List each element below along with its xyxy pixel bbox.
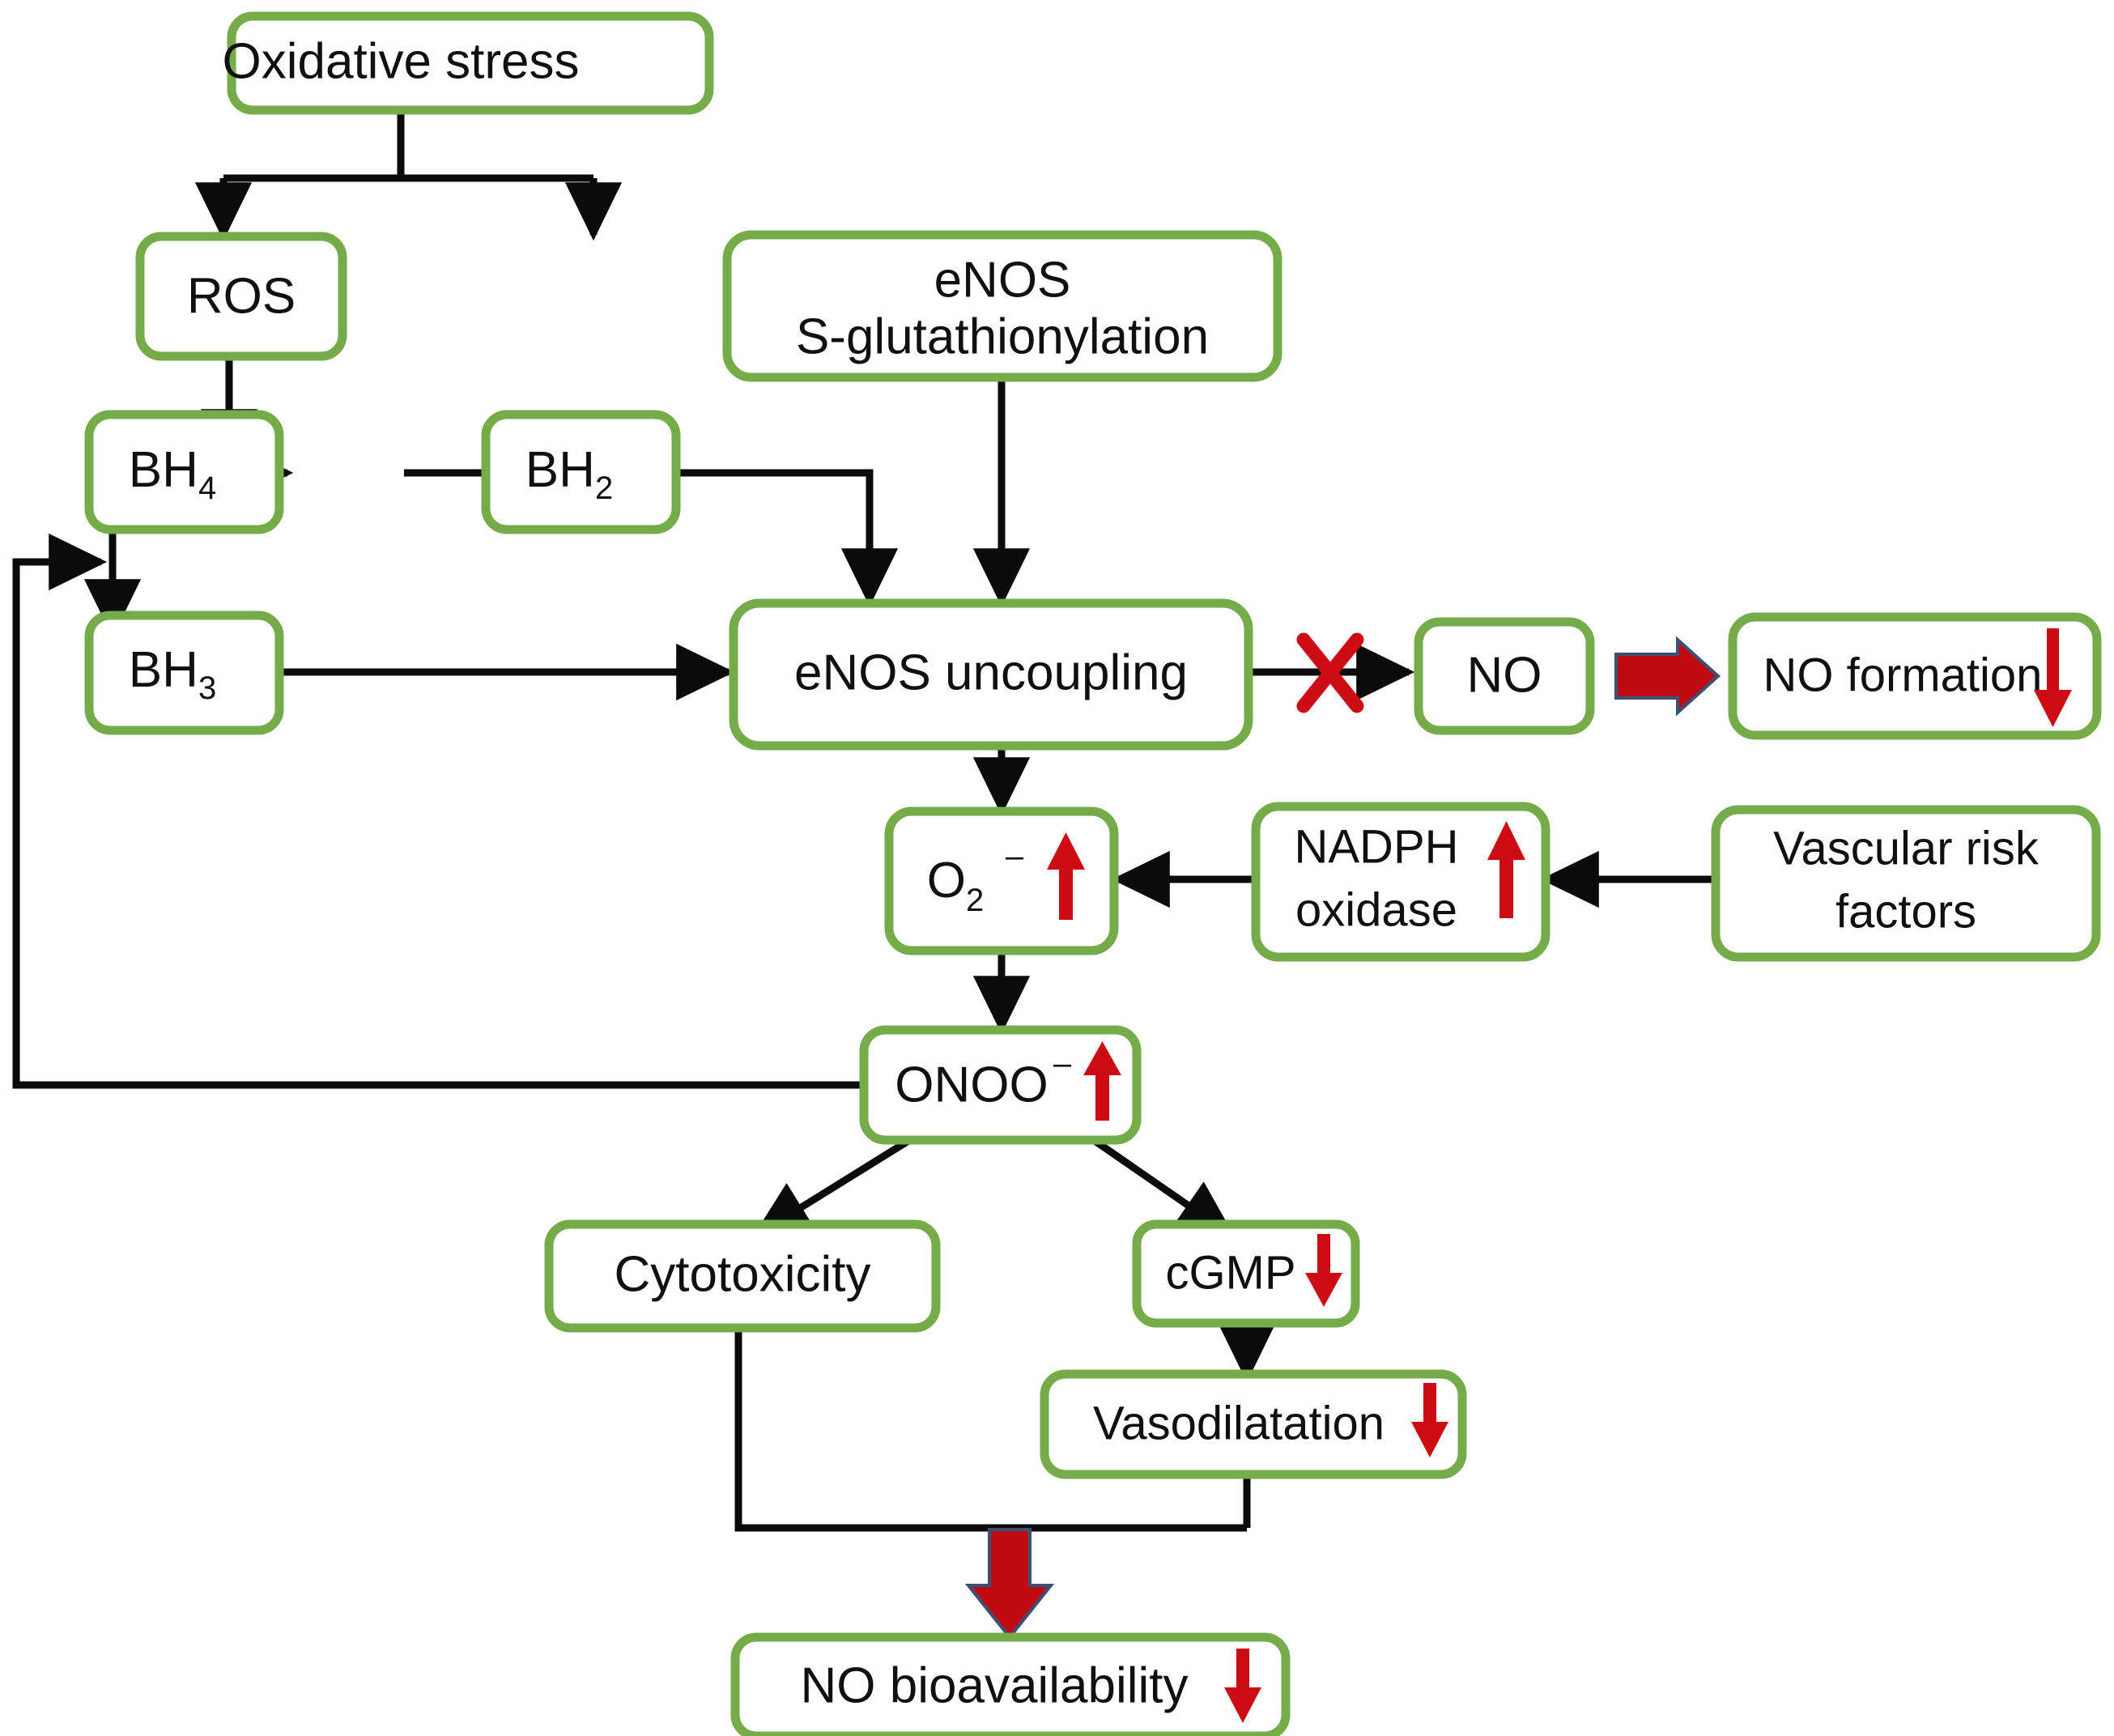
- edge-peroxynitrite-to-cgmp: [1087, 1134, 1236, 1239]
- node-bh3[interactable]: BH3: [84, 611, 284, 735]
- node-nadph-oxidase-line1: NADPH: [1294, 820, 1458, 873]
- node-enos-s-glutathionylation-line1: eNOS: [934, 252, 1071, 308]
- node-bh4-subscript: 4: [198, 470, 216, 506]
- node-oxidative-stress-label: Oxidative stress: [222, 33, 579, 89]
- red-x-block-icon: [1296, 632, 1364, 713]
- edge-peroxynitrite-feedback: [12, 533, 874, 1089]
- node-vascular-risk-factors-box[interactable]: [1711, 805, 2101, 962]
- node-bh4-base: BH: [129, 442, 198, 498]
- node-bh3-subscript: 3: [198, 670, 216, 706]
- node-peroxynitrite-superscript: –: [1053, 1046, 1072, 1082]
- node-no-formation-box[interactable]: [1728, 612, 2102, 740]
- node-bh3-base: BH: [129, 642, 198, 698]
- node-bh4[interactable]: BH4: [84, 410, 284, 534]
- node-vasodilatation-box[interactable]: [1040, 1369, 1467, 1479]
- node-nadph-oxidase-box[interactable]: [1251, 802, 1550, 962]
- node-nadph-oxidase-line2: oxidase: [1295, 883, 1457, 936]
- edge-peroxynitrite-to-cytotoxicity: [751, 1134, 917, 1238]
- node-cytotoxicity-box[interactable]: [544, 1219, 941, 1333]
- node-cgmp-down-arrow-icon: [1305, 1234, 1342, 1307]
- node-bh2-subscript: 2: [595, 470, 613, 506]
- node-enos-uncoupling-label: eNOS uncoupling: [794, 645, 1188, 700]
- node-peroxynitrite[interactable]: ONOO –: [859, 1025, 1142, 1145]
- node-vasodilatation-label: Vasodilatation: [1093, 1397, 1385, 1449]
- node-bh3-label: BH3: [129, 642, 216, 705]
- node-nadph-oxidase-up-arrow-icon: [1487, 821, 1525, 918]
- node-enos-s-glutathionylation-line2: S-glutathionylation: [796, 308, 1209, 364]
- node-bh3-box[interactable]: [84, 611, 284, 735]
- edge-cytotoxicity-to-join: [734, 1316, 1247, 1532]
- node-superoxide-superscript: –: [1006, 839, 1024, 874]
- red-block-arrow-right-icon: [1614, 636, 1721, 717]
- node-enos-uncoupling-box[interactable]: [729, 598, 1253, 751]
- node-no-bioavailability-down-arrow-icon: [1224, 1649, 1261, 1723]
- node-superoxide-box[interactable]: [884, 806, 1119, 955]
- node-enos-s-glutathionylation-box[interactable]: [722, 230, 1282, 382]
- node-no-formation[interactable]: NO formation: [1728, 612, 2102, 740]
- node-cgmp-box[interactable]: [1132, 1219, 1360, 1328]
- node-no[interactable]: NO: [1414, 617, 1595, 735]
- node-cgmp-label: cGMP: [1165, 1246, 1295, 1299]
- node-bh4-box[interactable]: [84, 410, 284, 534]
- node-superoxide-label: O2: [927, 853, 984, 917]
- red-block-arrow-down-icon: [964, 1528, 1055, 1640]
- node-peroxynitrite-base: ONOO: [895, 1057, 1048, 1113]
- node-oxidative-stress-box[interactable]: [227, 11, 714, 115]
- node-nadph-oxidase[interactable]: NADPH oxidase: [1251, 802, 1550, 962]
- node-enos-s-glutathionylation[interactable]: eNOS S-glutathionylation: [722, 230, 1282, 382]
- node-no-label: NO: [1467, 647, 1542, 703]
- node-superoxide-up-arrow-icon: [1047, 832, 1085, 920]
- node-no-bioavailability-box[interactable]: [730, 1632, 1291, 1736]
- node-cytotoxicity[interactable]: Cytotoxicity: [544, 1219, 941, 1333]
- node-vasodilatation[interactable]: Vasodilatation: [1040, 1369, 1467, 1479]
- node-peroxynitrite-box[interactable]: [859, 1025, 1142, 1145]
- node-vascular-risk-factors-line2: factors: [1835, 885, 1976, 938]
- node-no-formation-down-arrow-icon: [2034, 628, 2072, 727]
- node-no-bioavailability-label: NO bioavailability: [801, 1657, 1189, 1713]
- node-superoxide[interactable]: O2 –: [884, 806, 1119, 955]
- node-no-bioavailability[interactable]: NO bioavailability: [730, 1632, 1291, 1736]
- node-ros-label: ROS: [187, 268, 296, 324]
- node-vascular-risk-factors[interactable]: Vascular risk factors: [1711, 805, 2101, 962]
- node-ros[interactable]: ROS: [135, 232, 347, 361]
- node-bh2[interactable]: BH2: [481, 410, 681, 534]
- node-bh2-box[interactable]: [481, 410, 681, 534]
- node-no-formation-label: NO formation: [1763, 649, 2043, 701]
- node-bh2-label: BH2: [525, 442, 613, 505]
- node-vascular-risk-factors-line1: Vascular risk: [1773, 822, 2040, 874]
- node-peroxynitrite-up-arrow-icon: [1083, 1041, 1121, 1121]
- node-cytotoxicity-label: Cytotoxicity: [615, 1246, 871, 1302]
- node-vasodilatation-down-arrow-icon: [1411, 1383, 1448, 1457]
- node-oxidative-stress[interactable]: Oxidative stress: [222, 11, 714, 115]
- node-superoxide-subscript: 2: [966, 883, 984, 918]
- node-superoxide-base: O: [927, 853, 966, 908]
- node-cgmp[interactable]: cGMP: [1132, 1219, 1360, 1328]
- node-bh2-base: BH: [525, 442, 595, 498]
- node-ros-box[interactable]: [135, 232, 347, 361]
- node-no-box[interactable]: [1414, 617, 1595, 735]
- node-bh4-label: BH4: [129, 442, 216, 505]
- node-enos-uncoupling[interactable]: eNOS uncoupling: [729, 598, 1253, 751]
